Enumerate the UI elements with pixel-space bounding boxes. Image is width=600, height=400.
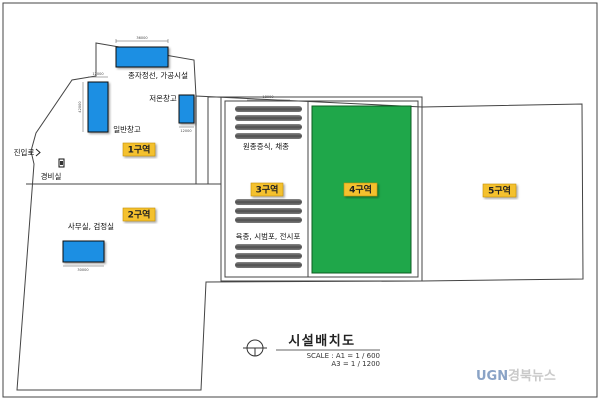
zone3-label: 3구역 [256, 184, 279, 196]
zone3-4-inner-boundary [224, 100, 419, 278]
label-cold-storage: 저온창고 [149, 94, 177, 103]
cold-storage-building [178, 94, 195, 124]
watermark-name: 경북뉴스 [508, 368, 556, 384]
zone5-badge: 5구역 [482, 183, 517, 198]
watermark-brand: UGN [476, 369, 508, 384]
drawing-title: 시설배치도 [288, 333, 355, 349]
zone2-badge-bg [122, 207, 156, 222]
zone5-label: 5구역 [488, 185, 511, 197]
dim-general-storage-height: 42000 [78, 101, 82, 112]
strip [235, 208, 302, 214]
strip [235, 133, 302, 139]
entrance-arrow-icon [35, 148, 41, 157]
label-breeding-area: 원종증식, 채종 [243, 141, 289, 151]
label-guard-house: 경비실 [41, 171, 62, 181]
guard-house-building [58, 158, 65, 168]
dim-general-storage-width: 12000 [92, 72, 103, 76]
zone3-badge: 3구역 [250, 182, 284, 197]
strip [235, 199, 302, 205]
scale-a3: A3 = 1 / 1200 [331, 360, 380, 368]
general-storage-building [87, 81, 109, 133]
zone1-badge: 1구역 [122, 142, 156, 157]
dim-cold-storage: 12000 [180, 129, 191, 133]
dim-seed-facility: 36000 [136, 36, 147, 40]
zone4-badge: 4구역 [343, 182, 378, 197]
label-entrance-road: 진입로 [14, 147, 35, 157]
label-demo-plots: 육종, 시범포, 전시포 [236, 231, 301, 241]
seed-processing-building [115, 46, 169, 68]
title-block: 시설배치도 SCALE : A1 = 1 / 600 A3 = 1 / 1200 [243, 333, 380, 368]
strip [235, 253, 302, 259]
label-seed-facility: 종자정선, 가공시설 [128, 70, 188, 80]
watermark: UGN 경북뉴스 [476, 368, 556, 384]
label-general-storage: 일반창고 [113, 125, 141, 134]
zone3-lower-strips [235, 199, 302, 268]
zone3-badge-bg [250, 182, 284, 197]
zone1-badge-bg [122, 142, 156, 157]
guard-house-fill [60, 161, 63, 165]
strip [235, 244, 302, 250]
strip [235, 115, 302, 121]
dim-office: 30000 [77, 268, 88, 272]
dimension-lines [63, 39, 290, 267]
dim-breeding: 18000 [262, 95, 273, 99]
zone1-label: 1구역 [128, 144, 151, 156]
zone4-label: 4구역 [349, 184, 372, 196]
strip [235, 106, 302, 112]
zone4-badge-bg [343, 182, 378, 197]
label-office: 사무실, 검정실 [68, 221, 114, 231]
strip [235, 217, 302, 223]
zone3-4-outer-boundary [220, 96, 423, 282]
zone2-badge: 2구역 [122, 207, 156, 222]
zone2-label: 2구역 [128, 209, 151, 221]
zone5-badge-bg [482, 183, 517, 198]
office-building [62, 240, 105, 263]
zone3-upper-strips [235, 106, 302, 139]
strip [235, 262, 302, 268]
scale-a1: SCALE : A1 = 1 / 600 [307, 352, 380, 360]
strip [235, 124, 302, 130]
